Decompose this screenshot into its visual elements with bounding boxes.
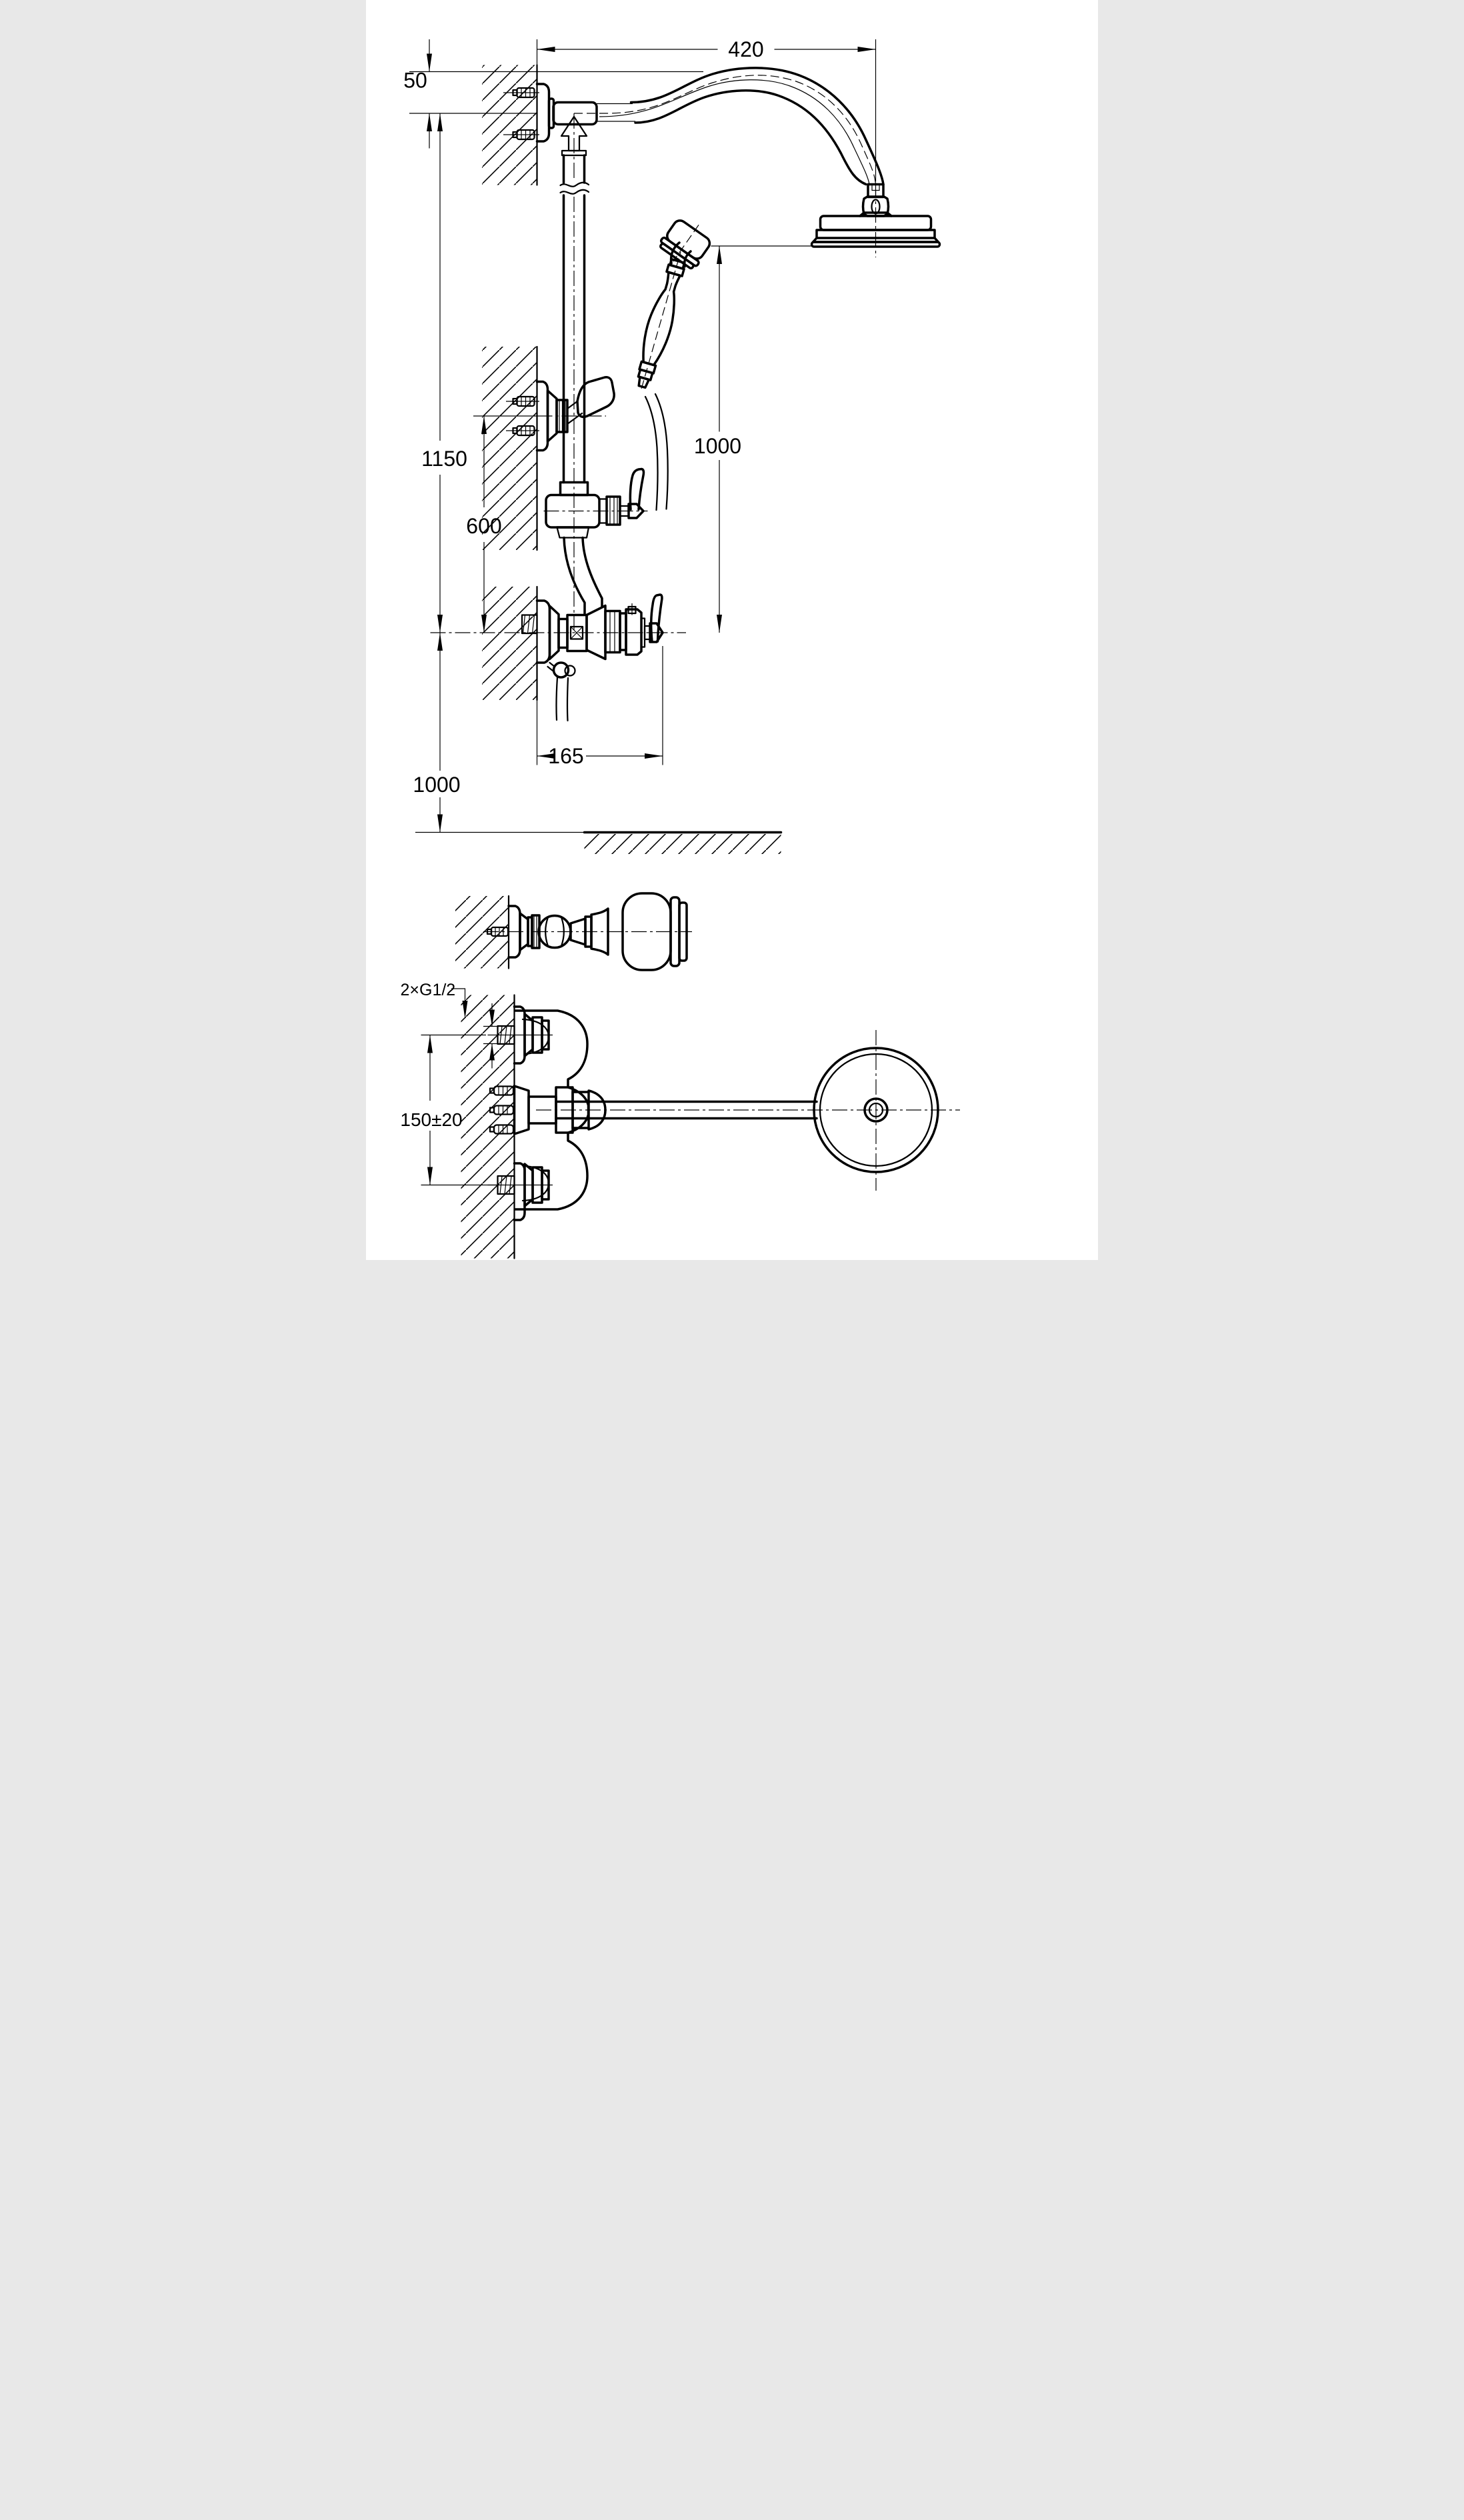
- union-nut: [604, 609, 621, 654]
- hand-shower-handle: [642, 271, 681, 367]
- tolerance-band: [483, 1003, 507, 1069]
- dim-head-height-label: 1000: [694, 434, 741, 458]
- holder-side-view: [455, 892, 692, 971]
- shower-hose-lower: [555, 676, 569, 722]
- dimension-50: 50: [403, 39, 703, 149]
- shower-arm: [574, 67, 885, 187]
- hand-shower-cradle: [576, 376, 615, 419]
- dimension-1150: 1150: [421, 113, 467, 633]
- wall-elevation: [482, 64, 538, 701]
- hand-shower-head: [659, 219, 711, 270]
- mixer-handle-ball: [649, 622, 664, 643]
- riser-pipe: [559, 113, 590, 630]
- dimension-1000-right: 1000: [694, 245, 813, 633]
- diverter-valve: [543, 467, 648, 616]
- dim-bracket-height-label: 600: [466, 514, 501, 538]
- mixer-cartridge: [625, 608, 643, 656]
- overhead-shower-head: [810, 39, 941, 257]
- tee-fitting: [552, 101, 635, 157]
- shower-hose-upper: [644, 395, 659, 511]
- diverter-lever: [629, 467, 645, 511]
- wall-screw: [521, 614, 538, 635]
- dimension-1000-left: 1000: [413, 633, 461, 833]
- dim-mixer-height-label: 1000: [413, 773, 460, 797]
- mixer-lever: [650, 593, 663, 643]
- dimension-spacing: 150±20: [400, 1034, 499, 1186]
- thread-size-label: 2×G1/2: [401, 981, 456, 999]
- dim-arm-drop-label: 50: [403, 69, 427, 93]
- wall-hatch-plan: [461, 995, 515, 1259]
- shower-arm-plan: [555, 1100, 818, 1120]
- wall-screw: [512, 87, 535, 99]
- diverter-to-mixer-pipe: [555, 526, 603, 616]
- pipe-break-symbol: [559, 181, 590, 195]
- wall-hatch-side: [455, 896, 509, 969]
- floor-line: [415, 831, 783, 854]
- wall-screw: [506, 395, 539, 407]
- dimension-165: 165: [536, 646, 663, 768]
- mixer-escutcheon: [535, 599, 551, 664]
- mixer-valve: [430, 593, 686, 722]
- head-plan-circle: [536, 1030, 960, 1191]
- dim-port-spacing-label: 150±20: [400, 1109, 462, 1130]
- wall-hatch-lower: [482, 587, 537, 700]
- wall-hatch-middle: [482, 347, 537, 550]
- dim-arm-reach-label: 420: [728, 37, 763, 61]
- dimension-thread: 2×G1/2: [401, 981, 468, 1019]
- hand-shower: [637, 219, 711, 511]
- wall-anchor-screws-plan: [489, 1085, 515, 1135]
- arm-centerline: [574, 75, 877, 187]
- dimension-420: 420: [536, 37, 876, 65]
- plan-view: 2×G1/2 150±20: [400, 981, 960, 1259]
- supply-port-lower: [487, 1162, 553, 1221]
- wall-screw: [512, 129, 535, 141]
- arm-wall-flange: [503, 83, 555, 143]
- hose-union: [552, 661, 570, 679]
- wall-hatch-top: [482, 65, 537, 185]
- floor-hatch: [584, 834, 781, 854]
- holder-cradle-side: [590, 907, 609, 956]
- drawing-sheet: 420 50 1150 600 1000: [366, 0, 1098, 1260]
- dimension-600: 600: [466, 415, 606, 633]
- diverter-stem-end: [627, 503, 645, 519]
- mixer-body-plan: [514, 1009, 590, 1211]
- wall-screw: [506, 425, 539, 437]
- dim-riser-height-label: 1150: [421, 447, 467, 471]
- dim-mixer-width-label: 165: [548, 744, 583, 768]
